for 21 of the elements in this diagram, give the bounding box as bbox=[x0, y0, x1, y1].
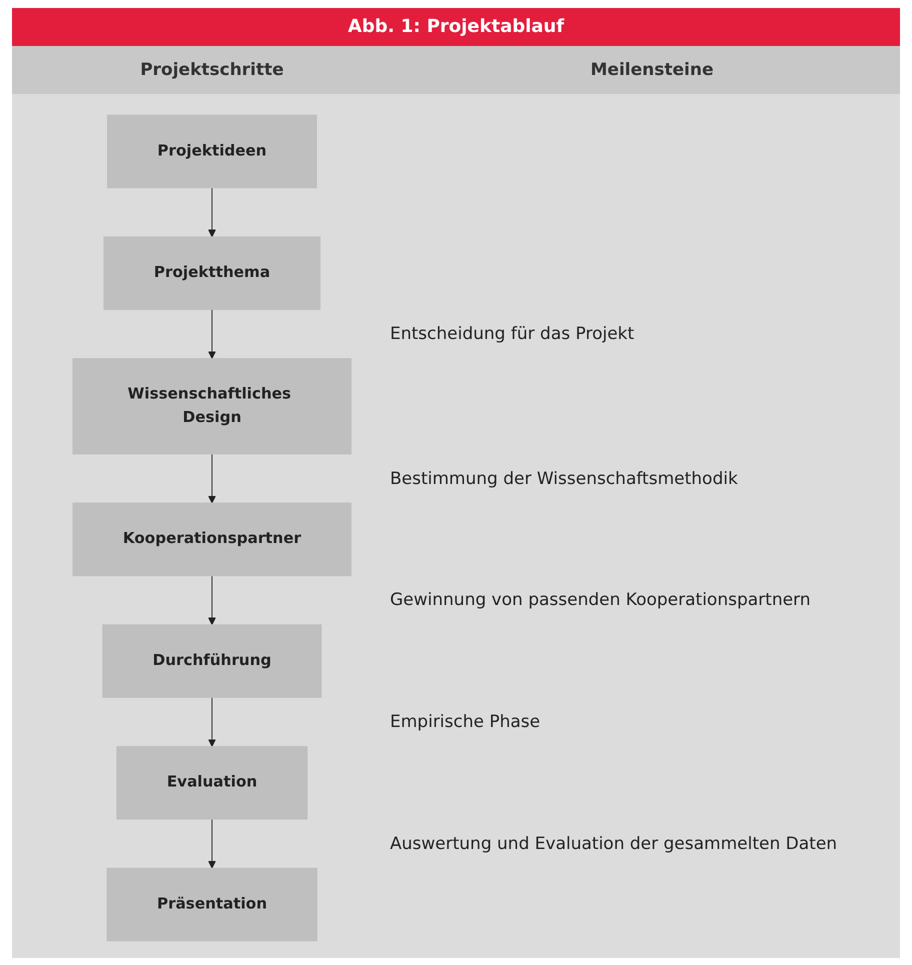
node-box: Wissenschaftliches Design bbox=[72, 358, 352, 454]
arrow bbox=[208, 187, 216, 238]
arrow bbox=[208, 575, 216, 626]
node-box: Kooperationspartner bbox=[72, 502, 352, 576]
arrow bbox=[208, 696, 216, 747]
arrow bbox=[208, 309, 216, 359]
arrow bbox=[208, 454, 216, 504]
node-box: Evaluation bbox=[116, 746, 308, 820]
node-box: Projektideen bbox=[107, 114, 317, 188]
milestone-text: Auswertung und Evaluation der gesammelten Daten bbox=[390, 834, 838, 854]
milestone-text: Empirische Phase bbox=[390, 712, 540, 732]
column-heading: Projektschritte bbox=[140, 59, 284, 82]
node-box: Präsentation bbox=[106, 868, 318, 942]
milestone-text: Entscheidung für das Projekt bbox=[390, 324, 634, 344]
title-banner: Abb. 1: Projektablauf bbox=[12, 8, 900, 46]
column-heading: Meilensteine bbox=[590, 59, 714, 82]
node-box: Durchführung bbox=[102, 624, 322, 698]
arrow bbox=[208, 818, 216, 869]
milestone-text: Bestimmung der Wissenschaftsmethodik bbox=[390, 468, 738, 488]
node-box: Projektthema bbox=[104, 236, 320, 310]
milestone-text: Gewinnung von passenden Kooperationspartnern bbox=[390, 590, 811, 610]
